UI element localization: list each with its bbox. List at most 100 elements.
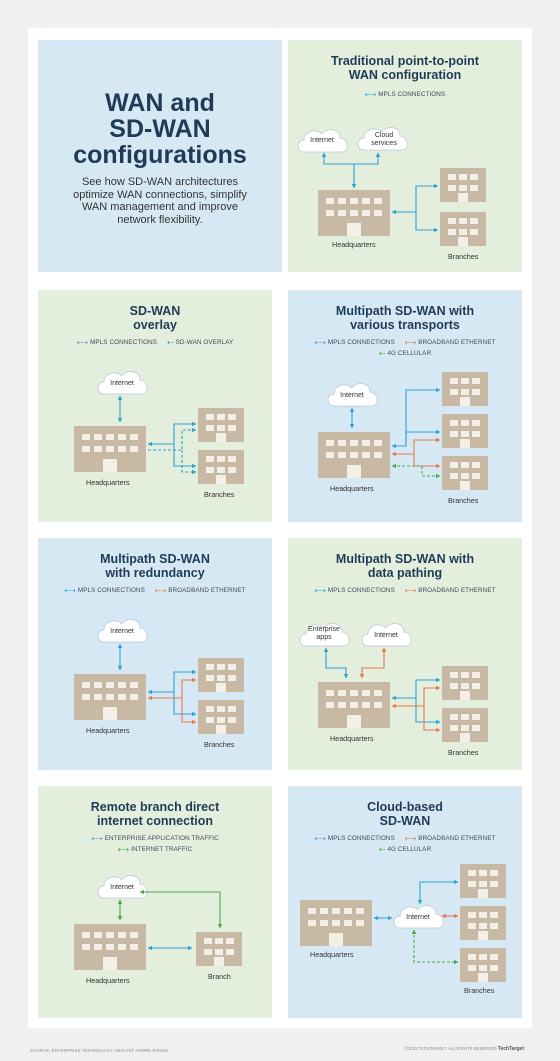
double-arrow-icon: ⟷	[404, 586, 417, 595]
legend: ⟷ MPLS CONNECTIONS ⟷ BROADBAND ETHERNET	[288, 586, 522, 595]
headquarters-label: Headquarters	[86, 976, 130, 985]
branches-label: Branches	[448, 496, 479, 505]
branch-building-icon	[198, 408, 244, 442]
headquarters-building-icon	[74, 426, 146, 472]
branches-label: Branches	[204, 740, 235, 749]
cloud-services-label: Cloud services	[371, 132, 397, 147]
headquarters-label: Headquarters	[310, 950, 354, 959]
branch-building-icon	[440, 212, 486, 246]
branches-label: Branches	[448, 748, 479, 757]
legend-internet-traffic: ⟷ INTERNET TRAFFIC	[117, 845, 193, 854]
copyright-note: ©2021 TECHTARGET. ALL RIGHTS RESERVED Te…	[405, 1046, 524, 1052]
legend-mpls: ⟷ MPLS CONNECTIONS	[64, 586, 145, 595]
branch-building-icon	[442, 414, 488, 448]
double-arrow-icon: ⟷	[91, 834, 103, 843]
branch-building-icon	[442, 666, 488, 700]
double-arrow-icon: ⟷	[314, 834, 326, 843]
source-note: SOURCE: ENTERPRISE TECHNOLOGY ANALYST AN…	[30, 1048, 169, 1053]
branch-building-icon	[442, 708, 488, 742]
legend-broadband: ⟷ BROADBAND ETHERNET	[404, 338, 496, 347]
headquarters-label: Headquarters	[330, 734, 374, 743]
headquarters-building-icon	[74, 924, 146, 970]
headquarters-building-icon	[318, 190, 390, 236]
dashed-arrow-icon: ⇠	[378, 349, 386, 358]
headquarters-label: Headquarters	[86, 726, 130, 735]
internet-label: Internet	[406, 914, 430, 921]
branch-building-icon	[196, 932, 242, 966]
branch-building-icon	[440, 168, 486, 202]
hero-subtitle: See how SD-WAN architectures optimize WA…	[73, 176, 247, 226]
branch-building-icon	[198, 658, 244, 692]
double-arrow-icon: ⟷	[76, 338, 89, 347]
legend-cellular: ⇠ 4G CELLULAR	[378, 845, 432, 854]
legend: ⟷ MPLS CONNECTIONS ⇠ SD-WAN OVERLAY	[38, 338, 272, 347]
dashed-arrow-icon: ⇠	[166, 338, 174, 347]
branch-building-icon	[442, 456, 488, 490]
legend: ⇠ 4G CELLULAR	[288, 349, 522, 358]
double-arrow-icon: ⟷	[314, 338, 326, 347]
branch-building-icon	[198, 700, 244, 734]
diagram	[300, 864, 506, 982]
internet-label: Internet	[310, 137, 334, 144]
legend-mpls: ⟷ MPLS CONNECTIONS	[314, 834, 395, 843]
diagram	[299, 623, 488, 742]
internet-label: Internet	[374, 632, 398, 639]
legend: ⟷ MPLS CONNECTIONS ⟷ BROADBAND ETHERNET	[288, 338, 522, 347]
headquarters-building-icon	[318, 432, 390, 478]
double-arrow-icon: ⟷	[364, 90, 377, 99]
diagram	[74, 619, 244, 734]
branch-building-icon	[460, 948, 506, 982]
legend: ⟷ MPLS CONNECTIONS ⟷ BROADBAND ETHERNET	[38, 586, 272, 595]
legend-mpls: ⟷ MPLS CONNECTIONS	[314, 338, 395, 347]
internet-label: Internet	[110, 380, 134, 387]
hero-panel: WAN and SD-WAN configurations See how SD…	[38, 40, 282, 272]
legend-overlay: ⇠ SD-WAN OVERLAY	[166, 338, 234, 347]
double-arrow-icon: ⟷	[117, 845, 130, 854]
legend: ⇠ 4G CELLULAR	[288, 845, 522, 854]
double-arrow-icon: ⟷	[314, 586, 326, 595]
diagram	[297, 127, 486, 246]
branches-label: Branches	[464, 986, 495, 995]
techtarget-logo: TechTarget	[497, 1046, 524, 1052]
headquarters-label: Headquarters	[86, 478, 130, 487]
headquarters-building-icon	[74, 674, 146, 720]
enterprise-apps-label: Enterprise apps	[308, 626, 340, 641]
branch-building-icon	[460, 906, 506, 940]
double-arrow-icon: ⟷	[64, 586, 76, 595]
legend: ⟷ MPLS CONNECTIONS ⟷ BROADBAND ETHERNET	[288, 834, 522, 843]
branch-building-icon	[460, 864, 506, 898]
diagram	[74, 371, 244, 484]
internet-label: Internet	[340, 392, 364, 399]
headquarters-building-icon	[318, 682, 390, 728]
legend-mpls: ⟷ MPLS CONNECTIONS	[314, 586, 395, 595]
internet-label: Internet	[110, 628, 134, 635]
legend-mpls: ⟷ MPLS CONNECTIONS	[76, 338, 158, 347]
legend-broadband: ⟷ BROADBAND ETHERNET	[404, 586, 496, 595]
branches-label: Branches	[448, 252, 479, 261]
headquarters-building-icon	[300, 900, 372, 946]
legend: ⟷ ENTERPRISE APPLICATION TRAFFIC	[38, 834, 272, 843]
dashed-arrow-icon: ⇠	[378, 845, 386, 854]
headquarters-label: Headquarters	[330, 484, 374, 493]
diagram	[74, 875, 242, 970]
legend: ⟷ MPLS CONNECTIONS	[288, 90, 522, 99]
double-arrow-icon: ⟷	[154, 586, 167, 595]
legend-cellular: ⇠ 4G CELLULAR	[378, 349, 432, 358]
internet-label: Internet	[110, 884, 134, 891]
legend: ⟷ INTERNET TRAFFIC	[38, 845, 272, 854]
legend-broadband: ⟷ BROADBAND ETHERNET	[404, 834, 496, 843]
legend-mpls: ⟷ MPLS CONNECTIONS	[364, 90, 446, 99]
